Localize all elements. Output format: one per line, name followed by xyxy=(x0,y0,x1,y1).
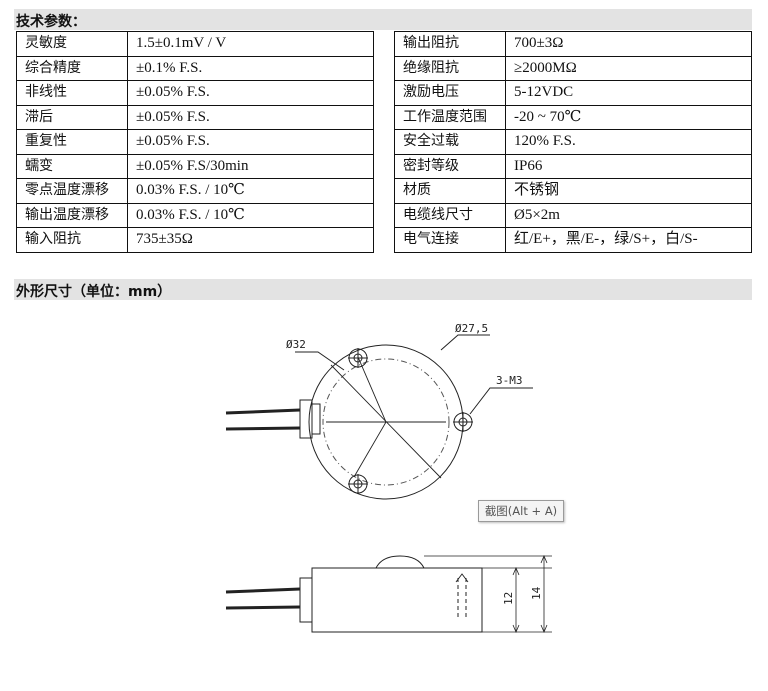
bolt-circle-label: Ø27,5 xyxy=(455,322,488,335)
spec-label: 电气连接 xyxy=(394,227,506,253)
spec-label: 绝缘阻抗 xyxy=(394,55,506,81)
mounting-hole-bottom xyxy=(348,474,368,494)
screenshot-tooltip: 截图(Alt + A) xyxy=(478,500,564,522)
bolt-circle-leader xyxy=(440,334,490,351)
inner-height-label: 12 xyxy=(502,592,515,605)
spec-row: 非线性±0.05% F.S. xyxy=(16,80,374,106)
bolt-circle xyxy=(322,358,450,486)
spec-row: 综合精度±0.1% F.S. xyxy=(16,55,374,81)
spec-label: 重复性 xyxy=(16,129,128,155)
spec-value: 0.03% F.S. / 10℃ xyxy=(127,178,374,204)
spec-section-title: 技术参数： xyxy=(16,14,86,30)
spec-value: ±0.1% F.S. xyxy=(127,55,374,81)
mounting-hole-top xyxy=(348,348,368,368)
spec-row: 重复性±0.05% F.S. xyxy=(16,129,374,155)
spec-label: 材质 xyxy=(394,178,506,204)
spec-value: ±0.05% F.S. xyxy=(127,129,374,155)
spec-row: 材质不锈钢 xyxy=(394,178,752,204)
side-view-cable-2 xyxy=(225,605,301,610)
spec-label: 蠕变 xyxy=(16,153,128,179)
spec-row: 滞后±0.05% F.S. xyxy=(16,104,374,130)
spec-label: 密封等级 xyxy=(394,153,506,179)
spec-row: 蠕变±0.05% F.S/30min xyxy=(16,153,374,179)
top-view-cable-2 xyxy=(225,426,301,431)
spec-value: 120% F.S. xyxy=(505,129,752,155)
outer-diameter-label: Ø32 xyxy=(286,338,306,351)
spec-label: 输出阻抗 xyxy=(394,31,506,57)
spec-label: 工作温度范围 xyxy=(394,104,506,130)
holes-label: 3-M3 xyxy=(496,374,523,387)
spec-label: 非线性 xyxy=(16,80,128,106)
spec-value: 不锈钢 xyxy=(505,178,752,204)
spec-label: 输入阻抗 xyxy=(16,227,128,253)
spec-label: 安全过载 xyxy=(394,129,506,155)
spec-value: 735±35Ω xyxy=(127,227,374,253)
side-view-dome xyxy=(375,555,425,569)
spec-value: IP66 xyxy=(505,153,752,179)
side-view-cable-1 xyxy=(225,587,301,594)
center-line-2 xyxy=(353,421,387,478)
spec-value: ±0.05% F.S. xyxy=(127,104,374,130)
spec-section-header: 技术参数： xyxy=(14,9,752,30)
spec-label: 激励电压 xyxy=(394,80,506,106)
total-height-label: 14 xyxy=(530,586,543,600)
spec-value: -20 ~ 70℃ xyxy=(505,104,752,130)
center-line-3 xyxy=(357,356,387,423)
spec-row: 绝缘阻抗≥2000MΩ xyxy=(394,55,752,81)
spec-label: 灵敏度 xyxy=(16,31,128,57)
spec-row: 电气连接红/E+，黑/E-，绿/S+，白/S- xyxy=(394,227,752,253)
top-view-gland xyxy=(299,399,313,439)
spec-value: ≥2000MΩ xyxy=(505,55,752,81)
spec-value: 5-12VDC xyxy=(505,80,752,106)
spec-value: 1.5±0.1mV / V xyxy=(127,31,374,57)
top-view-cable-1 xyxy=(225,408,301,415)
dimension-drawing: Ø32 Ø27,5 3-M3 12 14 xyxy=(225,322,552,634)
spec-value: 700±3Ω xyxy=(505,31,752,57)
spec-value: 红/E+，黑/E-，绿/S+，白/S- xyxy=(505,227,752,253)
spec-value: ±0.05% F.S. xyxy=(127,80,374,106)
spec-label: 滞后 xyxy=(16,104,128,130)
spec-label: 零点温度漂移 xyxy=(16,178,128,204)
spec-value: Ø5×2m xyxy=(505,202,752,228)
spec-value: 0.03% F.S. / 10℃ xyxy=(127,202,374,228)
mounting-hole-right xyxy=(453,412,473,432)
holes-leader xyxy=(469,387,533,415)
spec-label: 电缆线尺寸 xyxy=(394,202,506,228)
spec-label: 综合精度 xyxy=(16,55,128,81)
spec-value: ±0.05% F.S/30min xyxy=(127,153,374,179)
dims-section-header: 外形尺寸（单位：mm） xyxy=(14,279,752,300)
side-view-gland xyxy=(299,577,313,623)
dims-section-title: 外形尺寸（单位：mm） xyxy=(16,284,172,300)
outer-diameter-leader xyxy=(295,351,345,371)
spec-label: 输出温度漂移 xyxy=(16,202,128,228)
spec-row: 工作温度范围-20 ~ 70℃ xyxy=(394,104,752,130)
side-view-body xyxy=(311,567,483,633)
